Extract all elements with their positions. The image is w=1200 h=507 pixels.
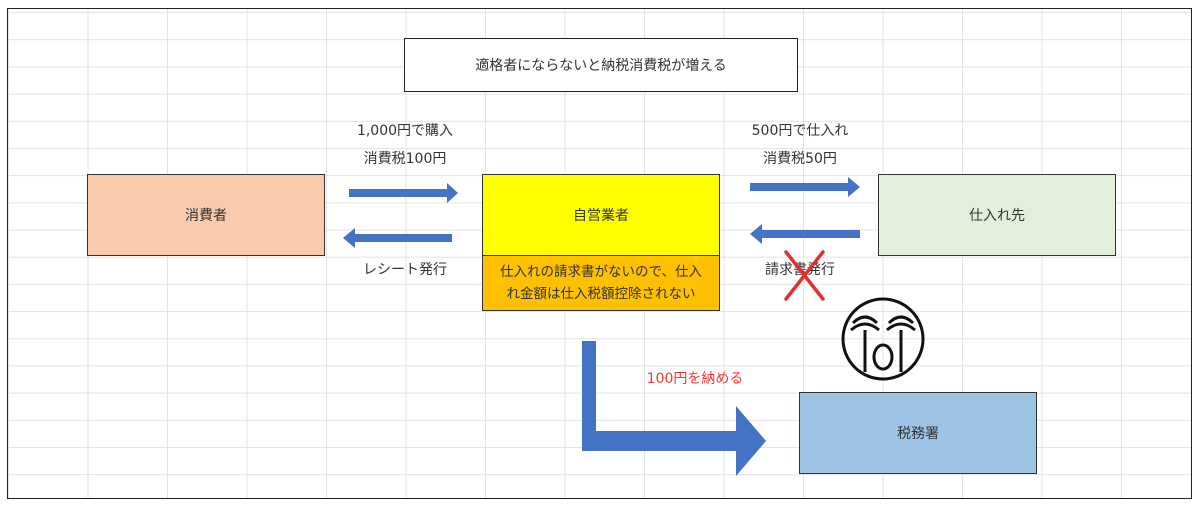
supply-label-line-2: 消費税50円 bbox=[763, 151, 837, 167]
note-line-2: れ金額は仕入税額控除されない bbox=[506, 286, 696, 302]
note-line-1: 仕入れの請求書がないので、仕入 bbox=[500, 264, 702, 280]
purchase-label-line-2: 消費税100円 bbox=[363, 151, 447, 167]
tax-payment-arrow bbox=[582, 341, 766, 476]
invoice-arrow bbox=[750, 224, 860, 244]
cross-mark-icon bbox=[784, 250, 825, 301]
receipt-arrow bbox=[343, 228, 452, 248]
tax-office-box: 税務署 bbox=[799, 392, 1037, 474]
purchase-arrow bbox=[349, 183, 458, 203]
title-box: 適格者にならないと納税消費税が増える bbox=[404, 38, 798, 92]
purchase-label-line-1: 1,000円で購入 bbox=[356, 123, 454, 139]
receipt-label: レシート発行 bbox=[363, 262, 447, 278]
business-box: 自営業者 bbox=[482, 174, 720, 256]
supply-label-line-1: 500円で仕入れ bbox=[751, 123, 849, 139]
supplier-box: 仕入れ先 bbox=[878, 174, 1116, 256]
supply-arrow bbox=[750, 177, 860, 197]
crying-face-icon bbox=[841, 297, 925, 381]
pay-label: 100円を納める bbox=[646, 371, 744, 387]
note-box: 仕入れの請求書がないので、仕入 れ金額は仕入税額控除されない bbox=[482, 256, 720, 311]
consumer-box: 消費者 bbox=[87, 174, 325, 256]
